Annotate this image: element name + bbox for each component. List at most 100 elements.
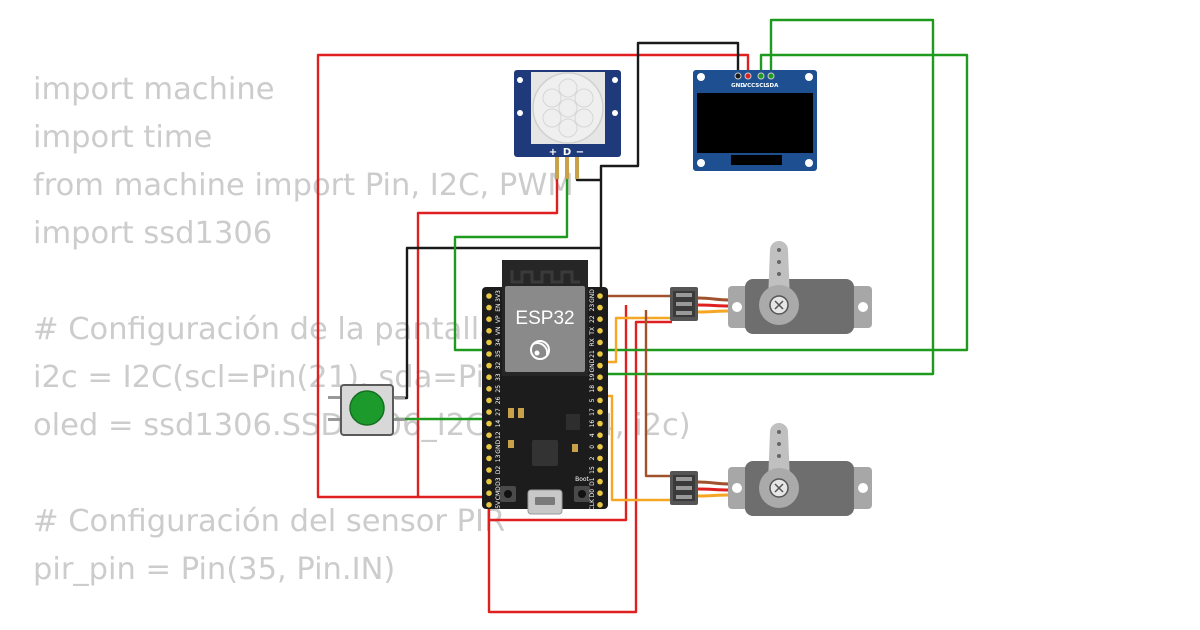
code-line: import time xyxy=(33,120,213,155)
pir-mount-hole xyxy=(517,110,523,116)
pir-dome-icon xyxy=(532,72,604,144)
wire-red-servo2[interactable] xyxy=(489,305,628,522)
esp32-pin-left[interactable] xyxy=(486,316,492,323)
pir-sensor[interactable]: + D − xyxy=(514,70,621,179)
oled-display[interactable]: GND VCC SCL SDA xyxy=(693,70,817,171)
esp32-pin-label-left: 12 xyxy=(495,431,502,439)
esp32-pin-label-left: D3 xyxy=(495,477,502,486)
esp32-pin-left[interactable] xyxy=(486,397,492,404)
esp32-pin-right[interactable] xyxy=(597,339,603,346)
code-line: import ssd1306 xyxy=(33,216,273,251)
esp32-pin-left[interactable] xyxy=(486,293,492,299)
servo-connector-pin xyxy=(676,477,692,481)
esp32-pin-label-left: 35 xyxy=(495,350,502,358)
esp32-pin-right[interactable] xyxy=(597,386,603,392)
esp32-pin-left[interactable] xyxy=(486,304,492,311)
wire-green-oled-sda[interactable] xyxy=(600,18,935,376)
esp32-board[interactable]: ESP32 Boot 3V3ENVPVN343532332526271412GN… xyxy=(482,260,608,515)
esp32-pin-left[interactable] xyxy=(486,362,492,369)
esp32-pin-left[interactable] xyxy=(486,478,492,485)
esp32-pin-label-right: 4 xyxy=(589,433,596,437)
pir-pin[interactable] xyxy=(565,157,569,179)
wire-green-pir-data[interactable] xyxy=(453,160,569,352)
code-line: # Configuración del sensor PIR xyxy=(33,504,506,539)
button-cap[interactable] xyxy=(349,390,385,426)
wire-red-bottom[interactable] xyxy=(487,320,672,614)
pir-pin[interactable] xyxy=(575,157,579,179)
esp32-pin-label-right: 19 xyxy=(589,373,596,381)
esp32-pin-left[interactable] xyxy=(486,467,492,473)
servo-horn-hole xyxy=(777,430,781,434)
esp32-pin-right[interactable] xyxy=(597,467,603,473)
esp32-pin-right[interactable] xyxy=(597,316,603,323)
esp32-pin-right[interactable] xyxy=(597,490,603,497)
esp32-pin-right[interactable] xyxy=(597,432,603,439)
esp32-pin-label-right: D1 xyxy=(589,477,596,486)
wire-green-oled-scl[interactable] xyxy=(600,53,969,352)
esp32-pin-right[interactable] xyxy=(597,351,603,357)
servo-mount-hole xyxy=(858,302,868,312)
esp32-pin-right[interactable] xyxy=(597,362,603,369)
esp32-pin-right[interactable] xyxy=(597,304,603,311)
servo-mount-hole xyxy=(858,483,868,493)
push-button[interactable] xyxy=(328,384,405,436)
esp32-pin-right[interactable] xyxy=(597,409,603,415)
esp32-pin-label-left: 26 xyxy=(495,396,502,404)
en-button-cap[interactable] xyxy=(504,490,512,498)
pir-pin-label: + xyxy=(549,147,557,158)
esp32-pin-left[interactable] xyxy=(486,386,492,392)
esp32-pin-label-left: GND xyxy=(495,440,502,454)
esp32-pin-left[interactable] xyxy=(486,328,492,334)
esp32-pin-label-left: 5V xyxy=(495,500,502,509)
oled-pin-gnd[interactable] xyxy=(734,72,742,80)
esp32-pin-left[interactable] xyxy=(486,455,492,462)
esp32-pin-right[interactable] xyxy=(597,478,603,485)
esp32-pin-right[interactable] xyxy=(597,502,603,508)
servo-motor-2[interactable] xyxy=(670,423,872,516)
esp32-pin-left[interactable] xyxy=(486,339,492,346)
oled-pin-label: SDA xyxy=(766,83,780,89)
oled-pin-vcc[interactable] xyxy=(744,72,752,80)
usb-chip xyxy=(532,440,558,466)
pir-pin[interactable] xyxy=(555,157,559,179)
wire-red-pir-vcc[interactable] xyxy=(416,160,559,497)
esp32-pin-right[interactable] xyxy=(597,397,603,404)
pir-mount-hole xyxy=(517,77,523,83)
esp32-pin-label-left: 32 xyxy=(495,362,502,370)
esp32-pin-right[interactable] xyxy=(597,374,603,381)
esp32-pin-left[interactable] xyxy=(486,444,492,450)
button-leg xyxy=(391,396,405,399)
servo-connector-pin xyxy=(676,302,692,306)
servo-motor-1[interactable] xyxy=(670,241,872,334)
button-leg xyxy=(328,396,342,399)
esp32-pin-left[interactable] xyxy=(486,490,492,497)
wire-red-oled-vcc[interactable] xyxy=(316,53,750,499)
esp32-pin-left[interactable] xyxy=(486,432,492,439)
code-line: import machine xyxy=(33,72,275,107)
esp32-pin-right[interactable] xyxy=(597,455,603,462)
oled-pin-sda[interactable] xyxy=(767,72,775,80)
esp32-pin-left[interactable] xyxy=(486,409,492,415)
esp32-pin-left[interactable] xyxy=(486,420,492,427)
code-line: from machine import Pin, I2C, PWM xyxy=(33,168,574,203)
wire-black-pir-gnd[interactable] xyxy=(575,160,601,182)
esp32-pin-right[interactable] xyxy=(597,293,603,299)
esp32-pin-label-left: CMD xyxy=(495,486,502,500)
esp32-pin-left[interactable] xyxy=(486,351,492,357)
esp32-pin-right[interactable] xyxy=(597,444,603,450)
esp32-pin-label-left: 27 xyxy=(495,408,502,416)
wire-black-oled-gnd[interactable] xyxy=(599,41,740,296)
esp32-pin-left[interactable] xyxy=(486,502,492,508)
esp32-pin-label-right: GND xyxy=(589,289,596,303)
esp32-pin-label-left: EN xyxy=(495,303,502,311)
wire-brown-servo2[interactable] xyxy=(644,310,672,478)
boot-button-cap[interactable] xyxy=(578,490,586,498)
servo-connector-pin xyxy=(676,495,692,499)
esp32-pin-right[interactable] xyxy=(597,420,603,427)
boot-label: Boot xyxy=(575,476,589,483)
servo-screw-cross xyxy=(774,483,784,493)
oled-pin-scl[interactable] xyxy=(757,72,765,80)
esp32-pin-left[interactable] xyxy=(486,374,492,381)
esp32-pin-right[interactable] xyxy=(597,328,603,334)
esp32-pin-label-right: 15 xyxy=(589,466,596,474)
